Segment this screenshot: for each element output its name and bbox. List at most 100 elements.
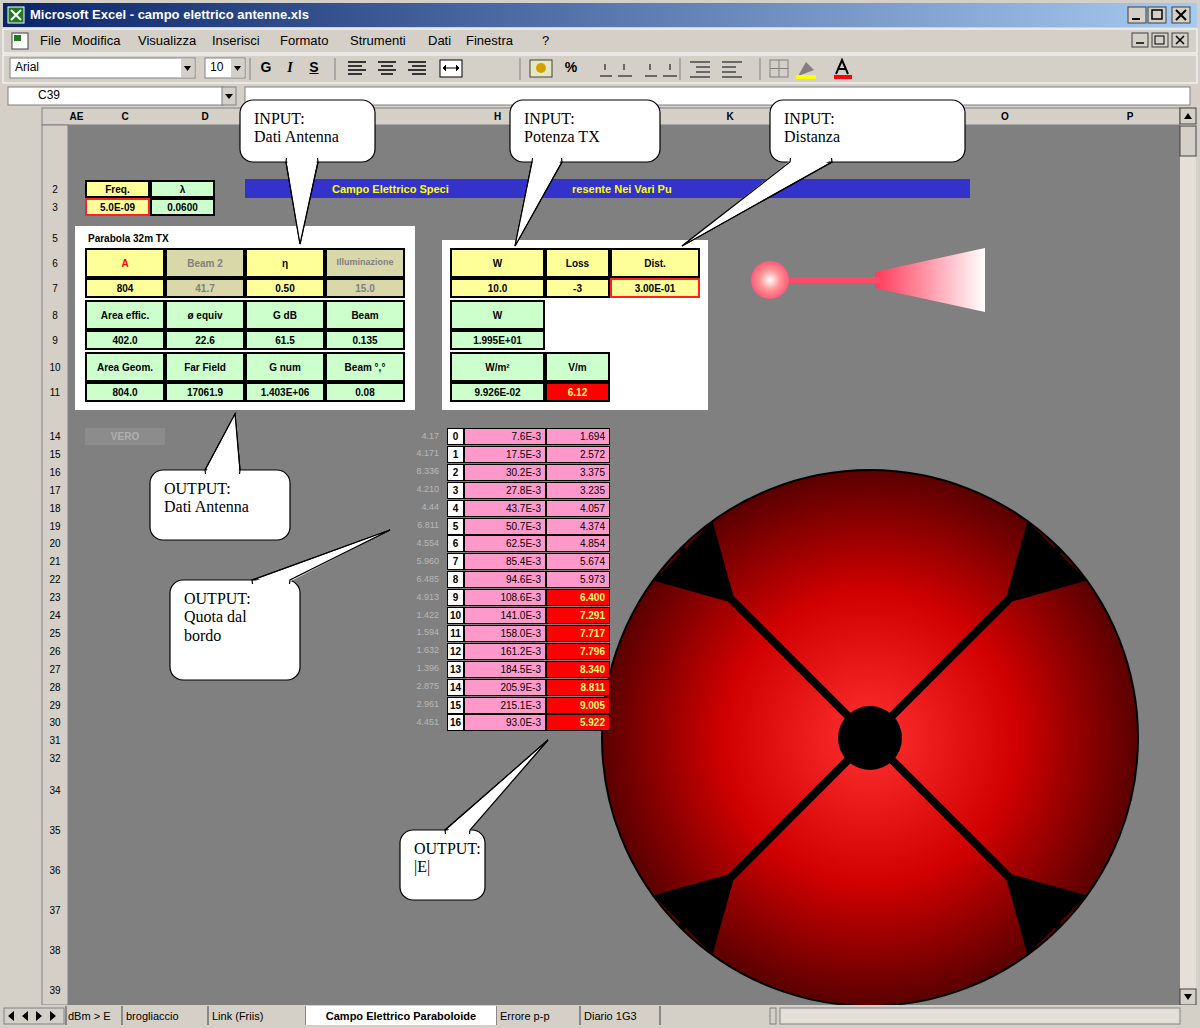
formatting-toolbar-part [440,60,462,77]
row-header: 32 [42,751,68,766]
column-header: AE [68,109,85,124]
callout-heading: OUTPUT: [164,480,276,498]
output-cell: G dB [245,300,325,330]
row-header: 27 [42,662,68,677]
row-header: 10 [42,360,68,375]
table-cell: 5.973 [546,571,610,588]
index-cell: 8 [447,571,464,588]
callout-body [240,100,375,162]
highlight-cell: 7.796 [546,643,610,660]
callout-bubble: INPUT:Distanza [770,100,965,162]
output-cell: W/m² [450,352,545,382]
table-cell: 4.854 [546,535,610,552]
callout-tail-outline [682,158,832,246]
output-cell: 61.5 [245,330,325,350]
input-cell: A [85,248,165,278]
menu-bar-part [3,29,1197,53]
sheet-tab: Link (Friis) [212,1008,304,1024]
sheet-grid-part [1180,108,1196,1005]
formula-bar-part [222,87,236,105]
callout-text: |E| [414,858,471,876]
formatting-toolbar-part [798,62,814,76]
grey-value: 4.210 [385,482,443,499]
disabled-cell: 41.7 [165,278,245,298]
highlight-cell: 6.400 [546,589,610,606]
grey-value: 6.811 [385,518,443,535]
table-cell: 5.674 [546,553,610,570]
input-cell: 5.0E-09 [85,198,150,216]
index-cell: 15 [447,697,464,714]
callout-tail-outline [205,414,240,474]
output-cell: G num [245,352,325,382]
sheet-tabs-bar-part [4,1008,64,1024]
grey-value: 4.44 [385,500,443,517]
menu-bar-part [1155,36,1164,44]
window-frame-part [3,3,1197,27]
table-cell: 4.374 [546,518,610,535]
formatting-toolbar-part [3,55,1197,83]
row-header: 2 [42,182,68,197]
formatting-toolbar-part [250,58,760,80]
formatting-toolbar-part [205,58,245,78]
input-cell: Dist. [610,248,700,278]
callout-heading: INPUT: [524,110,646,128]
column-header: K [700,109,760,124]
toolbar-button: I [280,58,300,78]
sheet-grid-part [68,125,1180,1005]
parabola-dish-part [680,548,1059,927]
index-cell: 1 [447,446,464,463]
callout-bubble: INPUT:Potenza TX [510,100,660,162]
column-header: C [85,109,165,124]
callout-heading: OUTPUT: [414,840,471,858]
formatting-toolbar-part [530,60,552,77]
output-cell: W [450,300,545,330]
callout-text: Dati Antenna [254,128,361,146]
index-cell: 12 [447,643,464,660]
menu-bar-part [14,35,21,41]
sheet-tabs-bar [0,1005,1200,1028]
row-header: 37 [42,903,68,918]
input-cell: 804 [85,278,165,298]
index-cell: 3 [447,482,464,499]
formatting-toolbar-part [348,62,426,74]
output-cell: Area Geom. [85,352,165,382]
parabola-dish [602,470,1138,1006]
callout-tail-outline [286,158,318,244]
input-cell: 0.50 [245,278,325,298]
row-header: 19 [42,519,68,534]
formatting-toolbar-part [231,59,244,77]
highlight-cell: 7.717 [546,625,610,642]
window-frame-part [1152,10,1162,19]
highlight-cell: 7.291 [546,607,610,624]
antenna-icon-part [875,248,985,312]
formatting-toolbar-part [536,63,546,73]
toolbar-button: G [256,58,276,78]
sheet-title: resente Nei Vari Pu [572,180,702,198]
row-header: 17 [42,483,68,498]
formatting-toolbar-part [181,59,194,77]
output-cell: 22.6 [165,330,245,350]
column-header: P [1100,109,1160,124]
sheet-grid [42,108,1196,1005]
grey-value: 4.913 [385,589,443,606]
grey-value: 1.594 [385,625,443,642]
menu-item: Finestra [466,33,513,49]
formatting-toolbar-part [443,65,459,71]
grey-value: 4.17 [385,428,443,445]
input-cell: 3.00E-01 [610,278,700,298]
index-cell: 10 [447,607,464,624]
grey-value: 1.632 [385,643,443,660]
formula-bar-part [225,94,233,99]
output-cell: 0.135 [325,330,405,350]
antenna-icon-part [751,261,789,299]
grey-value: 4.554 [385,535,443,552]
table-cell: 2.572 [546,446,610,463]
sheet-grid-part [75,226,415,410]
grey-value: 2.875 [385,679,443,696]
index-cell: 7 [447,553,464,570]
parabola-dish-part [680,548,1059,927]
menu-bar-part [1152,33,1168,47]
